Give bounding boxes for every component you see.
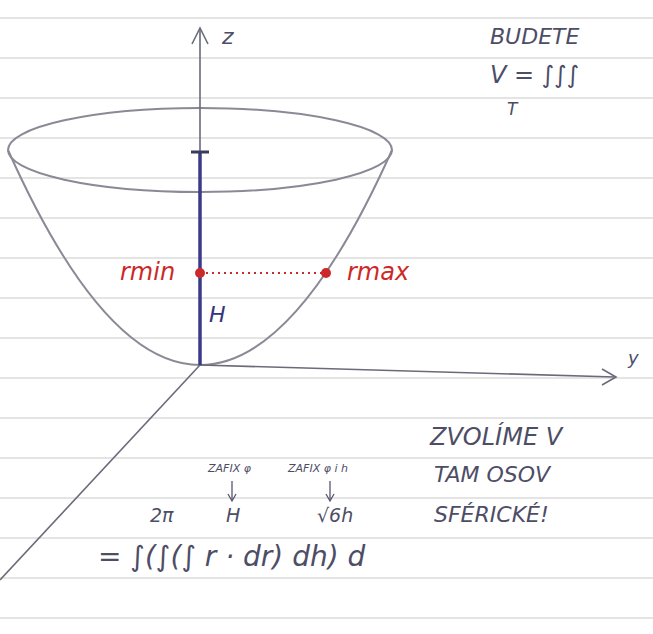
- ruling-line: [0, 178, 653, 179]
- axes: [0, 28, 616, 580]
- handwritten-label: ZVOLÍME V: [428, 424, 564, 452]
- ruling-line: [0, 138, 653, 139]
- ruling-line: [0, 338, 653, 339]
- handwritten-label: TAM OSOV: [432, 462, 552, 487]
- ruling-line: [0, 98, 653, 99]
- ruling-line: [0, 378, 653, 379]
- ruling-line: [0, 418, 653, 419]
- handwritten-label: y: [626, 348, 641, 369]
- ruling-line: [0, 498, 653, 499]
- radius-dot: [321, 268, 331, 278]
- handwritten-label: rmin: [118, 259, 177, 287]
- radius-dot: [195, 268, 205, 278]
- handwritten-label: BUDETE: [488, 24, 581, 49]
- ruling-line: [0, 218, 653, 219]
- note-arrow: [329, 481, 330, 500]
- arrowhead: [228, 494, 236, 501]
- handwritten-label: V = ∫∫∫: [488, 62, 581, 90]
- ruling-line: [0, 458, 653, 459]
- note-arrow: [231, 481, 232, 500]
- radius-line: [200, 272, 326, 274]
- handwritten-label: H: [207, 302, 228, 327]
- arrowhead: [326, 494, 334, 501]
- y-axis: [200, 365, 615, 377]
- note-arrows: [228, 481, 334, 501]
- handwritten-label: rmax: [345, 259, 411, 287]
- handwritten-label: = ∫(∫(∫ r · dr) dh) d: [96, 541, 367, 573]
- ruling-line: [0, 538, 653, 539]
- handwritten-label: T: [505, 100, 519, 120]
- handwritten-label: SFÉRICKÉ!: [432, 502, 551, 527]
- handwritten-label: z: [220, 24, 236, 49]
- ruling-line: [0, 58, 653, 59]
- height-segment: [198, 152, 202, 365]
- radius-marker: [195, 268, 331, 278]
- ruling-line: [0, 298, 653, 299]
- handwritten-label: ZAFIX φ i h: [286, 463, 350, 476]
- handwritten-label: 2π: [148, 505, 176, 527]
- arrowhead: [602, 369, 616, 385]
- ruled-paper: [0, 18, 653, 618]
- handwritten-label: √6h: [315, 505, 355, 527]
- handwritten-label: ZAFIX φ: [206, 463, 253, 476]
- ruling-line: [0, 258, 653, 259]
- height-marker: [191, 152, 209, 365]
- z-axis: [199, 30, 201, 365]
- tick: [191, 151, 209, 154]
- ruling-line: [0, 618, 653, 619]
- ruling-line: [0, 578, 653, 579]
- ruling-line: [0, 18, 653, 19]
- arrowhead: [192, 28, 208, 44]
- handwritten-label: H: [224, 505, 242, 527]
- paraboloid-surface: [8, 150, 392, 365]
